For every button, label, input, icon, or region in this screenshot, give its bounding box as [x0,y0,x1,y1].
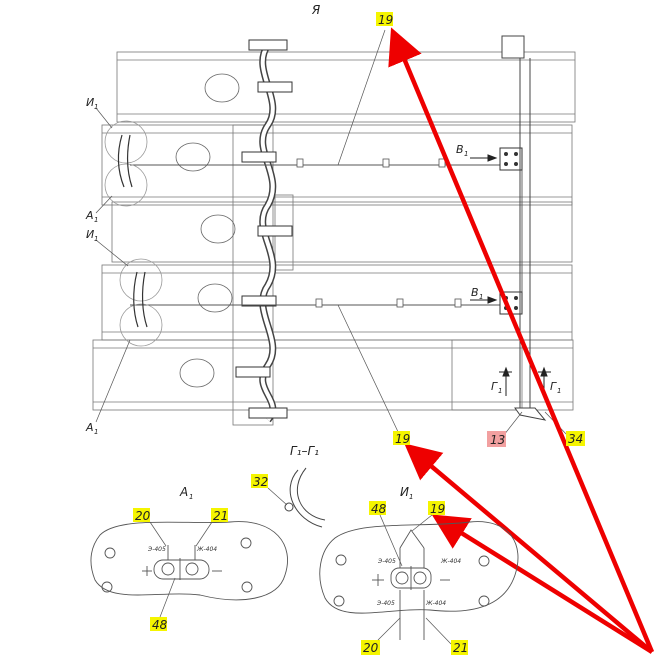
svg-text:1: 1 [479,293,483,301]
red-arrows [388,27,655,654]
svg-text:1: 1 [94,216,98,224]
svg-text:И: И [86,228,94,241]
oval-cutouts [175,73,240,388]
svg-text:1: 1 [94,235,98,243]
wire-mark-i-right-bot: Ж-404 [425,600,446,607]
wire-mark-a-right: Ж-404 [196,546,217,553]
svg-text:13: 13 [490,433,505,447]
svg-text:34: 34 [568,432,583,446]
svg-text:И: И [86,96,94,109]
callout-48-i: 48 [369,501,403,567]
svg-text:1: 1 [557,387,561,395]
callout-20-i: 20 [361,617,401,655]
svg-text:Г: Г [550,380,557,393]
svg-text:1: 1 [498,387,502,395]
callout-21-i: 21 [425,617,468,655]
callout-13: 13 [487,431,506,447]
frame-beams [92,51,576,426]
svg-text:32: 32 [253,475,268,489]
callout-32: 32 [251,474,288,506]
section-g1-title: Г₁–Г₁ [290,444,319,458]
svg-text:1: 1 [464,150,468,158]
svg-text:А: А [85,209,94,222]
harness-clips [296,158,462,308]
svg-text:19: 19 [395,432,410,446]
svg-text:Г: Г [491,380,498,393]
cable-clamps [235,39,293,419]
wire-mark-i-left-bot: Э-405 [376,600,395,607]
horizontal-harness [130,164,523,306]
label-a1-top: А 1 [85,209,98,224]
svg-text:1: 1 [409,493,413,501]
svg-text:А: А [85,421,94,434]
callout-34: 34 [566,431,585,446]
junction-blocks [499,147,523,315]
callout-19-top: 19 [376,12,393,27]
svg-text:1: 1 [94,103,98,111]
detail-circles [104,120,163,347]
svg-text:48: 48 [371,502,387,516]
svg-text:19: 19 [378,13,393,27]
label-v1-bot: В 1 [471,286,483,301]
svg-text:20: 20 [363,641,379,655]
callout-21-a: 21 [195,508,228,547]
section-g1-drawing [284,467,326,528]
callout-48-a: 48 [150,577,176,632]
label-i1-top: И 1 [86,96,98,111]
label-g1-right: Г 1 [550,380,561,395]
label-i1-mid: И 1 [86,228,98,243]
wire-mark-a-left: Э-405 [147,546,166,553]
leader-lines [95,29,569,441]
label-a1-bot: А 1 [85,421,98,436]
view-title: Я [311,3,321,17]
svg-text:19: 19 [430,502,445,516]
svg-text:А: А [179,485,188,499]
svg-text:1: 1 [189,493,193,501]
detail-a1-plate [90,521,288,601]
detail-i1-title: И 1 [400,485,413,501]
callout-20-a: 20 [133,508,167,547]
svg-text:1: 1 [94,428,98,436]
svg-text:21: 21 [453,641,468,655]
callout-19-mid: 19 [393,431,410,446]
bracket-straps [117,134,148,328]
wire-mark-i-left-top: Э-405 [377,558,396,565]
callout-19-detail: 19 [411,501,445,532]
svg-text:20: 20 [135,509,151,523]
svg-text:21: 21 [213,509,228,523]
label-g1-left: Г 1 [491,380,502,395]
vertical-rod [501,35,547,421]
svg-text:48: 48 [152,618,168,632]
detail-a1-title: А 1 [179,485,193,501]
svg-text:И: И [400,485,409,499]
svg-text:В: В [456,143,464,156]
detail-i1-plate [319,521,519,640]
label-v1-top: В 1 [456,143,468,158]
view-arrows-v1 [470,154,498,304]
svg-text:В: В [471,286,479,299]
wire-mark-i-right-top: Ж-404 [440,558,461,565]
